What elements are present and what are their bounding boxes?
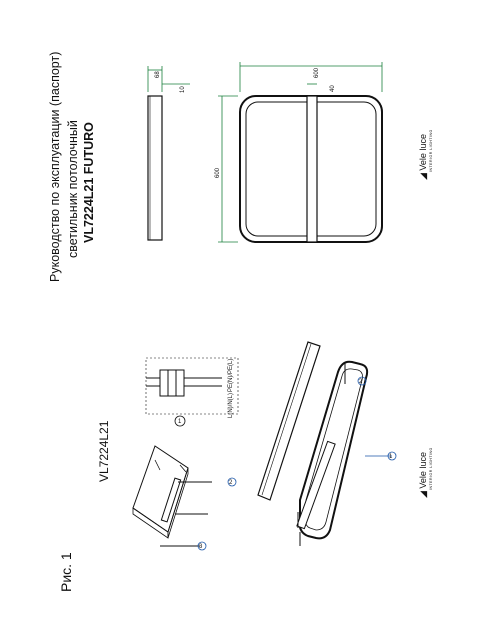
fixture-isometric: 2 1 — [257, 341, 397, 546]
dim-depth: 600 — [215, 167, 221, 178]
dim-height: 68 — [155, 71, 161, 78]
dim-gap: 40 — [330, 85, 336, 92]
dim-width: 600 — [314, 67, 320, 78]
callout-2: 2 — [229, 480, 233, 486]
wiring-label-b: L(N)/N(L) — [228, 393, 234, 418]
mounting-plate: 2 3 — [132, 445, 237, 551]
wiring-label-a: PE(N)/PE(L) — [228, 359, 234, 392]
callout-2b: 2 — [359, 379, 363, 385]
callout-3: 3 — [199, 544, 203, 550]
callout-1-wiring: 1 — [178, 419, 182, 425]
callout-1: 1 — [389, 454, 393, 460]
dim-offset: 10 — [180, 86, 186, 93]
side-view: 68 10 — [147, 66, 190, 241]
wiring-detail: 1 PE(N)/PE(L) L(N)/N(L) — [145, 357, 239, 427]
top-view: 600 40 600 — [215, 62, 383, 243]
